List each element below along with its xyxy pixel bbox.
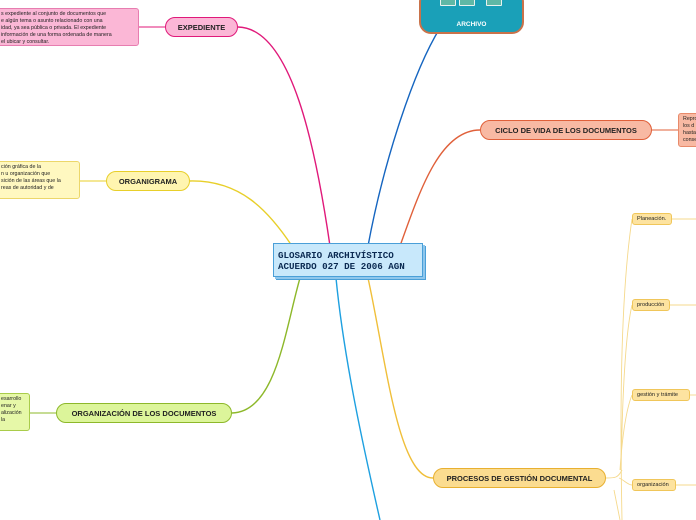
note-ciclo-vida: Repro los d hasta conse [678,113,696,147]
binder-icon [459,0,475,6]
central-title-line1: GLOSARIO ARCHIVÍSTICO [278,250,394,261]
edge-ciclo [399,129,481,247]
note-organizacion-documentos: esarrollo enar y alización la [0,393,30,431]
subitem-organizacion[interactable]: organización [632,479,676,491]
edge-procesos [367,277,434,479]
subitem-produccion[interactable]: producción [632,299,670,311]
branch-ciclo-vida[interactable]: CICLO DE VIDA DE LOS DOCUMENTOS [480,120,652,140]
branch-procesos-gestion[interactable]: PROCESOS DE GESTIÓN DOCUMENTAL [433,468,606,488]
binder-icon [486,0,502,6]
branch-expediente[interactable]: EXPEDIENTE [165,17,238,37]
central-title-line2: ACUERDO 027 DE 2006 AGN [278,261,405,272]
branch-organizacion-documentos[interactable]: ORGANIZACIÓN DE LOS DOCUMENTOS [56,403,232,423]
note-expediente: s expediente al conjunto de documentos q… [0,8,139,46]
edge-archivo [367,27,441,247]
edge-organizacion [231,277,301,414]
archivo-label: ARCHIVO [456,21,487,28]
note-organigrama: ción gráfica de la n u organización que … [0,161,80,199]
edge-organigrama [189,180,293,247]
central-topic[interactable]: GLOSARIO ARCHIVÍSTICO ACUERDO 027 DE 200… [273,243,423,277]
subitem-planeacion[interactable]: Planeación. [632,213,672,225]
archivo-node[interactable]: ARCHIVO [419,0,524,34]
branch-organigrama[interactable]: ORGANIGRAMA [106,171,190,191]
edge-expediente [237,26,331,247]
edge-bottom [335,277,381,520]
binder-icon [440,0,456,6]
subitem-gestion-tramite[interactable]: gestión y trámite [632,389,690,401]
